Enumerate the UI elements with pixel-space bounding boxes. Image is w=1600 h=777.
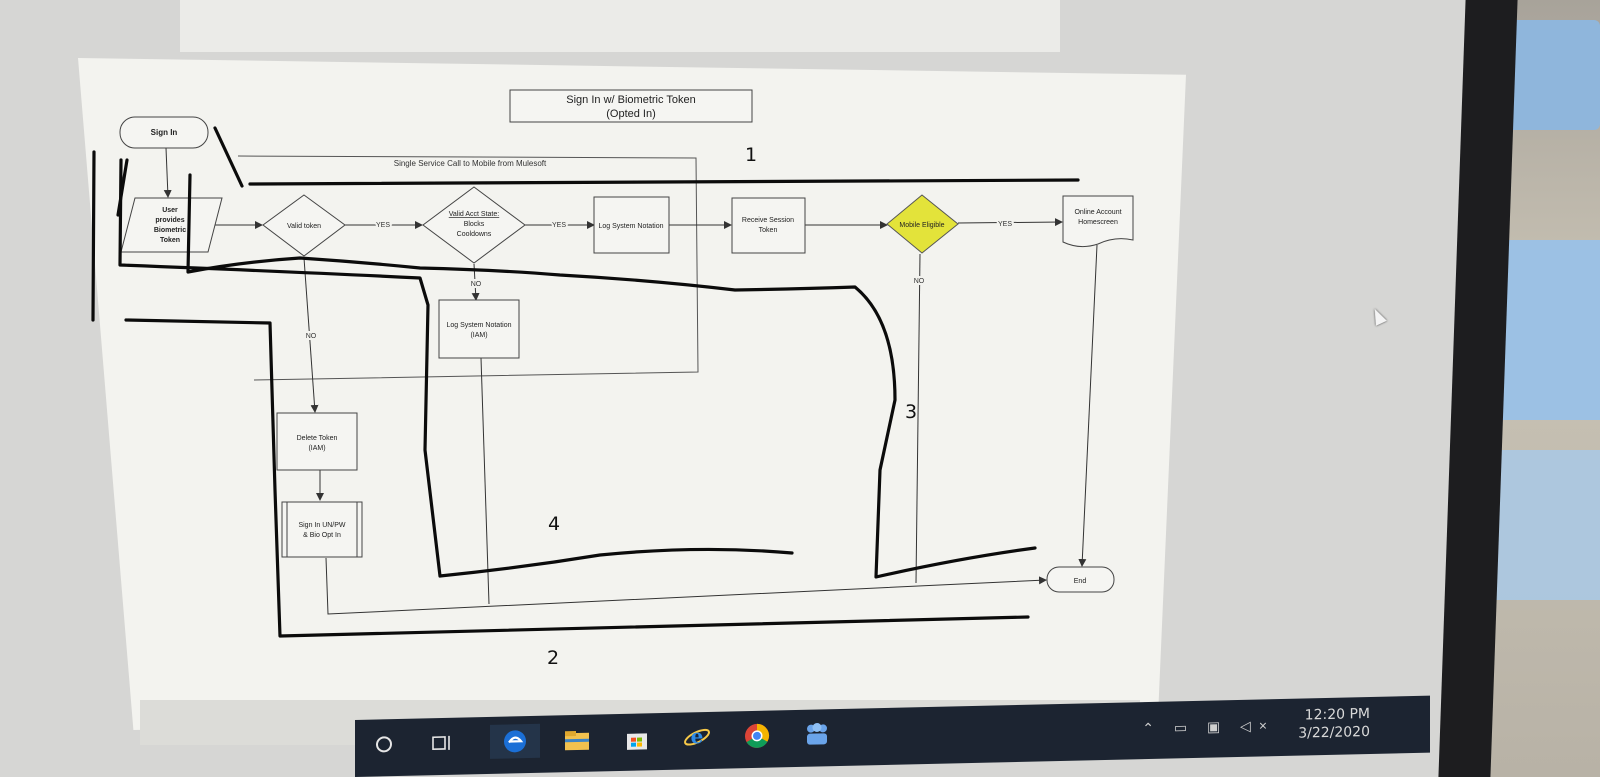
node-user-provides-token: User provides Biometric Token — [120, 197, 223, 253]
node-valid-acct-state: Valid Acct State: Blocks Cooldowns — [422, 186, 526, 264]
node-end: End — [1046, 566, 1115, 593]
clock-date: 3/22/2020 — [1298, 723, 1370, 742]
store-icon[interactable] — [620, 721, 654, 756]
hand-drawn-markings — [91, 126, 1080, 638]
title-line-2: (Opted In) — [606, 108, 656, 120]
svg-text:Sign In UN/PW: Sign In UN/PW — [298, 522, 345, 529]
node-delete-token: Delete Token (IAM) — [276, 412, 358, 471]
svg-text:Biometric: Biometric — [154, 227, 186, 234]
connectors — [163, 147, 1098, 615]
file-explorer-icon[interactable] — [560, 723, 594, 758]
search-circle-icon[interactable] — [367, 727, 401, 762]
node-valid-token: Valid token — [262, 194, 346, 257]
node-mobile-eligible: Mobile Eligible — [886, 194, 959, 254]
no-label: NO — [471, 281, 482, 288]
group-label: Single Service Call to Mobile from Mules… — [394, 159, 547, 168]
taskbar-clock[interactable]: 12:20 PM 3/22/2020 — [1298, 705, 1370, 743]
svg-text:Valid Acct State:: Valid Acct State: — [449, 211, 500, 218]
node-sign-in: Sign In — [119, 116, 209, 149]
previous-page — [180, 0, 1060, 52]
diagram-title: Sign In w/ Biometric Token (Opted In) — [509, 89, 753, 123]
svg-text:User: User — [162, 207, 178, 214]
chrome-icon[interactable] — [740, 718, 774, 753]
task-view-icon[interactable] — [425, 726, 459, 761]
no-label: NO — [306, 333, 317, 340]
svg-text:Sign In: Sign In — [151, 128, 178, 137]
monitor-screen: Sign In w/ Biometric Token (Opted In) Si… — [0, 0, 1478, 777]
svg-text:Token: Token — [160, 237, 180, 244]
yes-label: YES — [998, 221, 1012, 228]
system-tray-icons[interactable]: ⌃ ▭ ▣ ◁× — [1142, 717, 1275, 737]
svg-text:Homescreen: Homescreen — [1078, 219, 1118, 226]
svg-text:Delete Token: Delete Token — [297, 435, 338, 442]
windows-taskbar: e ⌃ ▭ ▣ ◁× 12:20 PM 3/22/2020 — [355, 695, 1430, 777]
svg-text:Cooldowns: Cooldowns — [457, 231, 492, 238]
title-line-1: Sign In w/ Biometric Token — [566, 94, 695, 106]
svg-text:Online Account: Online Account — [1074, 209, 1121, 216]
svg-text:Log System Notation: Log System Notation — [447, 322, 512, 329]
teams-icon[interactable] — [800, 717, 834, 752]
handwritten-numbers: 1 2 3 4 — [547, 144, 917, 669]
number-3-label: 3 — [905, 401, 917, 423]
svg-text:Blocks: Blocks — [464, 221, 485, 228]
clock-time: 12:20 PM — [1304, 705, 1370, 724]
background-toy — [1505, 20, 1600, 130]
svg-text:(IAM): (IAM) — [470, 332, 487, 339]
svg-text:& Bio Opt In: & Bio Opt In — [303, 532, 341, 539]
number-1-label: 1 — [745, 144, 757, 166]
svg-text:Valid token: Valid token — [287, 223, 321, 230]
no-label: NO — [914, 278, 925, 285]
flowchart-canvas: Sign In w/ Biometric Token (Opted In) Si… — [91, 89, 1134, 669]
edge-icon[interactable] — [490, 723, 540, 759]
ie-icon[interactable]: e — [680, 720, 714, 755]
svg-text:(IAM): (IAM) — [308, 445, 325, 452]
svg-text:Token: Token — [759, 227, 778, 234]
node-online-account-homescreen: Online Account Homescreen — [1062, 195, 1134, 248]
edge-labels: YES YES YES NO NO NO — [304, 219, 1015, 342]
node-log-system-notation: Log System Notation — [593, 196, 670, 254]
node-receive-session-token: Receive Session Token — [731, 197, 806, 254]
svg-text:provides: provides — [155, 217, 184, 224]
yes-label: YES — [552, 222, 566, 229]
number-2-label: 2 — [547, 647, 559, 669]
svg-text:Mobile Eligible: Mobile Eligible — [899, 222, 944, 229]
svg-text:Receive Session: Receive Session — [742, 217, 794, 224]
number-4-label: 4 — [548, 513, 560, 535]
yes-label: YES — [376, 222, 390, 229]
service-call-group: Single Service Call to Mobile from Mules… — [237, 155, 699, 381]
svg-text:e: e — [691, 724, 704, 748]
node-sign-in-unpw: Sign In UN/PW & Bio Opt In — [281, 501, 363, 558]
svg-text:End: End — [1074, 578, 1087, 585]
svg-text:Log System Notation: Log System Notation — [599, 223, 664, 230]
node-log-system-notation-iam: Log System Notation (IAM) — [438, 299, 520, 359]
